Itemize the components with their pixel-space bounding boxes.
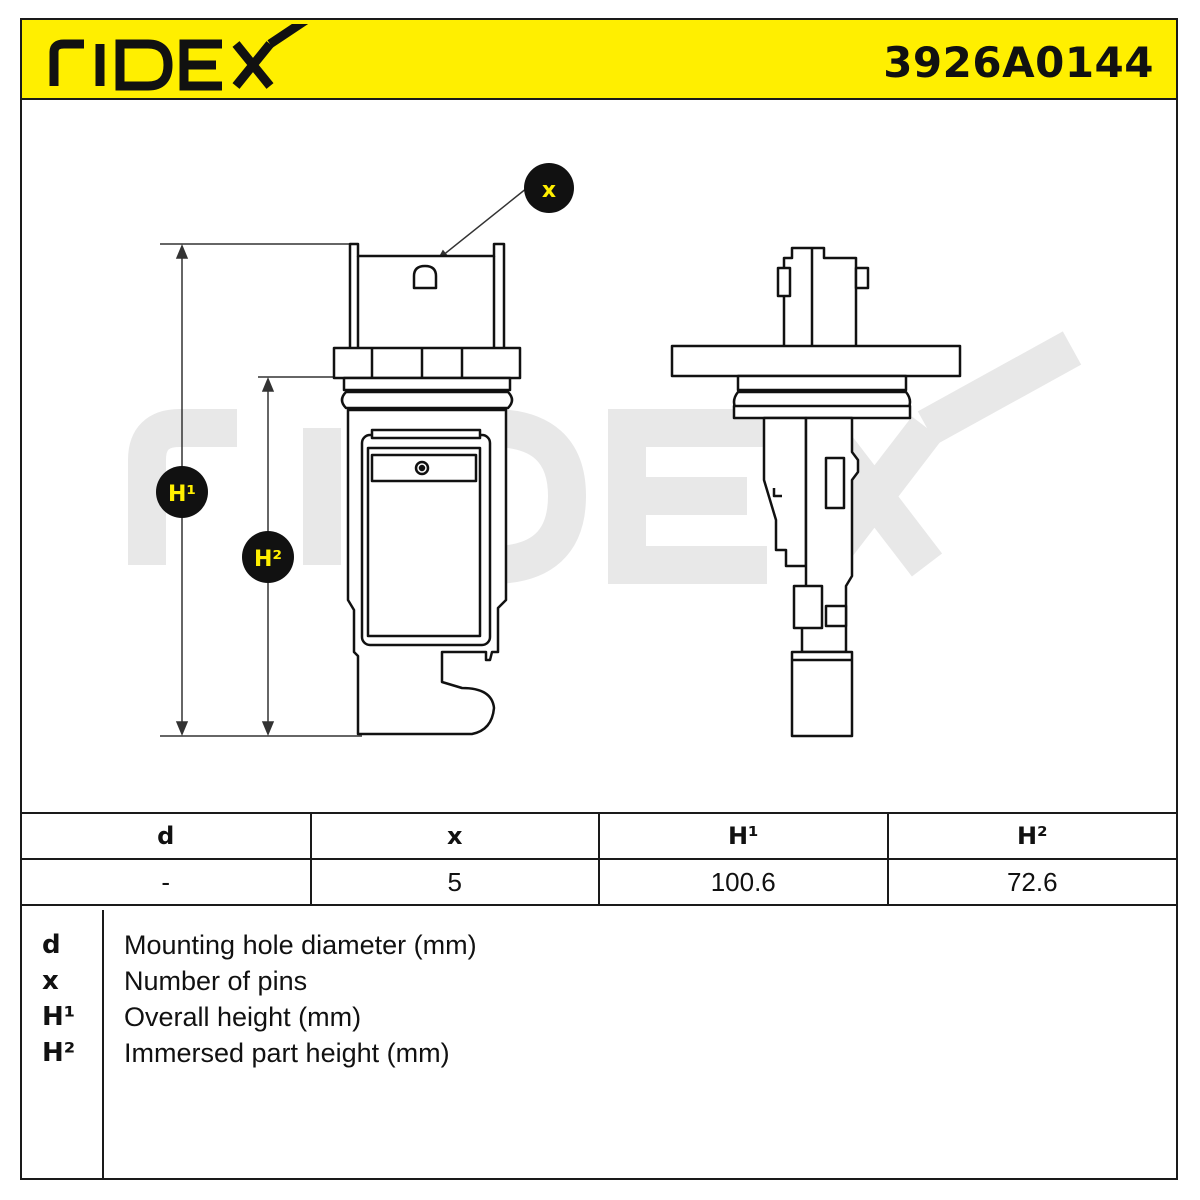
- value-h2: 72.6: [886, 858, 1176, 906]
- legend-desc: Number of pins: [124, 966, 308, 996]
- page-frame: [20, 18, 1178, 1180]
- h1-callout: H¹: [156, 466, 208, 518]
- h1-callout-label: H¹: [168, 482, 196, 507]
- legend-desc: Immersed part height (mm): [124, 1038, 450, 1068]
- legend-divider: [102, 910, 104, 1178]
- value-x: 5: [309, 858, 600, 906]
- technical-drawing: x H¹ H²: [128, 163, 1082, 738]
- sensor-front-view: [332, 242, 522, 736]
- header-bar: 3926A0144: [22, 20, 1176, 100]
- header-h1: H¹: [598, 812, 889, 860]
- legend-desc: Overall height (mm): [124, 1002, 362, 1032]
- header-d: d: [22, 812, 312, 860]
- spec-table: d x H¹ H² - 5 100.6 72.6: [22, 812, 1176, 906]
- legend: d Mounting hole diameter (mm) x Number o…: [22, 910, 1176, 1178]
- legend-item: H¹ Overall height (mm): [22, 1002, 1176, 1038]
- value-d: -: [22, 858, 312, 906]
- spec-table-value-row: - 5 100.6 72.6: [22, 858, 1176, 906]
- h2-callout: H²: [242, 531, 294, 583]
- sensor-side-view: [670, 246, 962, 738]
- legend-key: x: [42, 966, 59, 996]
- header-x: x: [309, 812, 600, 860]
- legend-key: H¹: [42, 1002, 76, 1032]
- spec-table-header-row: d x H¹ H²: [22, 812, 1176, 860]
- x-callout: x: [524, 163, 574, 213]
- legend-item: d Mounting hole diameter (mm): [22, 930, 1176, 966]
- x-leader: [436, 187, 528, 262]
- legend-item: H² Immersed part height (mm): [22, 1038, 1176, 1074]
- legend-key: d: [42, 930, 61, 960]
- value-h1: 100.6: [598, 858, 889, 906]
- header-h2: H²: [886, 812, 1176, 860]
- x-callout-label: x: [542, 178, 556, 203]
- ridex-logo: [49, 24, 309, 91]
- watermark-logo: [128, 331, 1082, 584]
- legend-key: H²: [42, 1038, 76, 1068]
- legend-item: x Number of pins: [22, 966, 1176, 1002]
- legend-desc: Mounting hole diameter (mm): [124, 930, 477, 960]
- h2-callout-label: H²: [254, 547, 282, 572]
- part-number: 3926A0144: [883, 38, 1154, 87]
